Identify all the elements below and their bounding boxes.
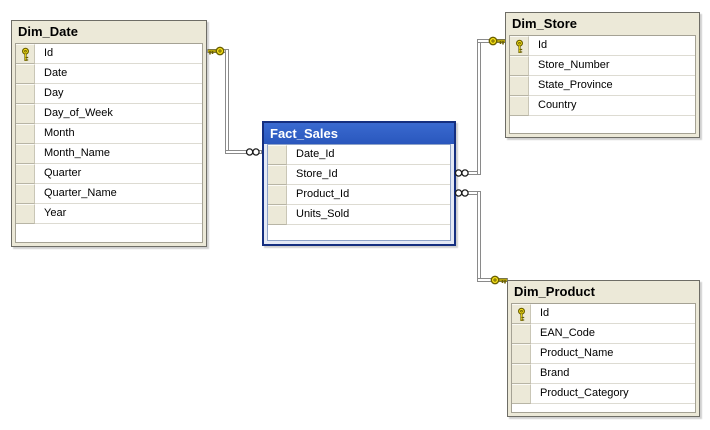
row-selector[interactable] xyxy=(16,104,35,124)
column-row[interactable]: Date xyxy=(16,64,202,84)
row-selector[interactable] xyxy=(16,144,35,164)
column-row[interactable]: Date_Id xyxy=(268,145,450,165)
column-row[interactable]: Units_Sold xyxy=(268,205,450,225)
primary-key-icon xyxy=(21,47,29,61)
column-row[interactable]: Country xyxy=(510,96,695,116)
column-name: Units_Sold xyxy=(287,205,450,225)
row-selector[interactable] xyxy=(16,204,35,224)
column-name: Year xyxy=(35,204,202,224)
many-side-infinity-icon xyxy=(454,169,469,177)
table-title-bar[interactable]: Dim_Date xyxy=(12,21,206,43)
primary-key-icon xyxy=(515,39,523,53)
column-row[interactable]: Id xyxy=(16,44,202,64)
column-name: Brand xyxy=(531,364,695,384)
column-row[interactable]: Quarter_Name xyxy=(16,184,202,204)
one-side-key-icon xyxy=(488,36,505,46)
row-selector[interactable] xyxy=(510,56,529,76)
table-title: Dim_Product xyxy=(514,284,595,299)
column-name: Product_Category xyxy=(531,384,695,404)
row-selector[interactable] xyxy=(512,324,531,344)
column-row[interactable]: Day_of_Week xyxy=(16,104,202,124)
column-row[interactable]: Store_Number xyxy=(510,56,695,76)
table-title: Dim_Store xyxy=(512,16,578,31)
row-selector[interactable] xyxy=(512,344,531,364)
relationship-line-segment[interactable] xyxy=(477,191,481,282)
column-name: Day xyxy=(35,84,202,104)
row-selector[interactable] xyxy=(16,124,35,144)
column-name: Product_Name xyxy=(531,344,695,364)
column-name: State_Province xyxy=(529,76,695,96)
column-row[interactable]: Month xyxy=(16,124,202,144)
column-name: Day_of_Week xyxy=(35,104,202,124)
column-row[interactable]: Id xyxy=(510,36,695,56)
table-title-bar[interactable]: Fact_Sales xyxy=(264,123,454,144)
column-name: EAN_Code xyxy=(531,324,695,344)
column-name: Country xyxy=(529,96,695,116)
row-selector[interactable] xyxy=(510,36,529,56)
column-name: Quarter_Name xyxy=(35,184,202,204)
relationship-line-segment[interactable] xyxy=(225,150,262,154)
table-title: Fact_Sales xyxy=(270,126,338,141)
row-selector[interactable] xyxy=(268,145,287,165)
column-name: Month xyxy=(35,124,202,144)
column-row[interactable]: EAN_Code xyxy=(512,324,695,344)
primary-key-icon xyxy=(517,307,525,321)
column-name: Store_Number xyxy=(529,56,695,76)
column-row[interactable]: Product_Category xyxy=(512,384,695,404)
column-name: Store_Id xyxy=(287,165,450,185)
row-selector[interactable] xyxy=(512,384,531,404)
row-selector[interactable] xyxy=(16,64,35,84)
row-selector[interactable] xyxy=(16,44,35,64)
one-side-key-icon xyxy=(490,275,507,285)
column-row[interactable]: Quarter xyxy=(16,164,202,184)
column-row[interactable]: Day xyxy=(16,84,202,104)
column-name: Id xyxy=(35,44,202,64)
column-row[interactable]: Year xyxy=(16,204,202,224)
column-row[interactable]: Month_Name xyxy=(16,144,202,164)
column-name: Product_Id xyxy=(287,185,450,205)
relationship-line-segment[interactable] xyxy=(477,39,481,175)
column-name: Id xyxy=(529,36,695,56)
many-side-infinity-icon xyxy=(245,148,260,156)
column-row[interactable]: Product_Id xyxy=(268,185,450,205)
column-name: Quarter xyxy=(35,164,202,184)
column-name: Date xyxy=(35,64,202,84)
one-side-key-icon xyxy=(208,46,225,56)
column-name: Month_Name xyxy=(35,144,202,164)
table-title: Dim_Date xyxy=(18,24,78,39)
column-name: Date_Id xyxy=(287,145,450,165)
column-row[interactable]: Id xyxy=(512,304,695,324)
column-row[interactable]: Product_Name xyxy=(512,344,695,364)
row-selector[interactable] xyxy=(510,76,529,96)
column-row[interactable]: State_Province xyxy=(510,76,695,96)
row-selector[interactable] xyxy=(512,304,531,324)
many-side-infinity-icon xyxy=(454,189,469,197)
column-name: Id xyxy=(531,304,695,324)
row-selector[interactable] xyxy=(510,96,529,116)
row-selector[interactable] xyxy=(268,165,287,185)
row-selector[interactable] xyxy=(512,364,531,384)
column-row[interactable]: Store_Id xyxy=(268,165,450,185)
relationship-line-segment[interactable] xyxy=(225,49,229,154)
row-selector[interactable] xyxy=(16,184,35,204)
row-selector[interactable] xyxy=(268,185,287,205)
table-title-bar[interactable]: Dim_Product xyxy=(508,281,699,303)
row-selector[interactable] xyxy=(16,164,35,184)
column-row[interactable]: Brand xyxy=(512,364,695,384)
table-title-bar[interactable]: Dim_Store xyxy=(506,13,699,35)
row-selector[interactable] xyxy=(268,205,287,225)
row-selector[interactable] xyxy=(16,84,35,104)
